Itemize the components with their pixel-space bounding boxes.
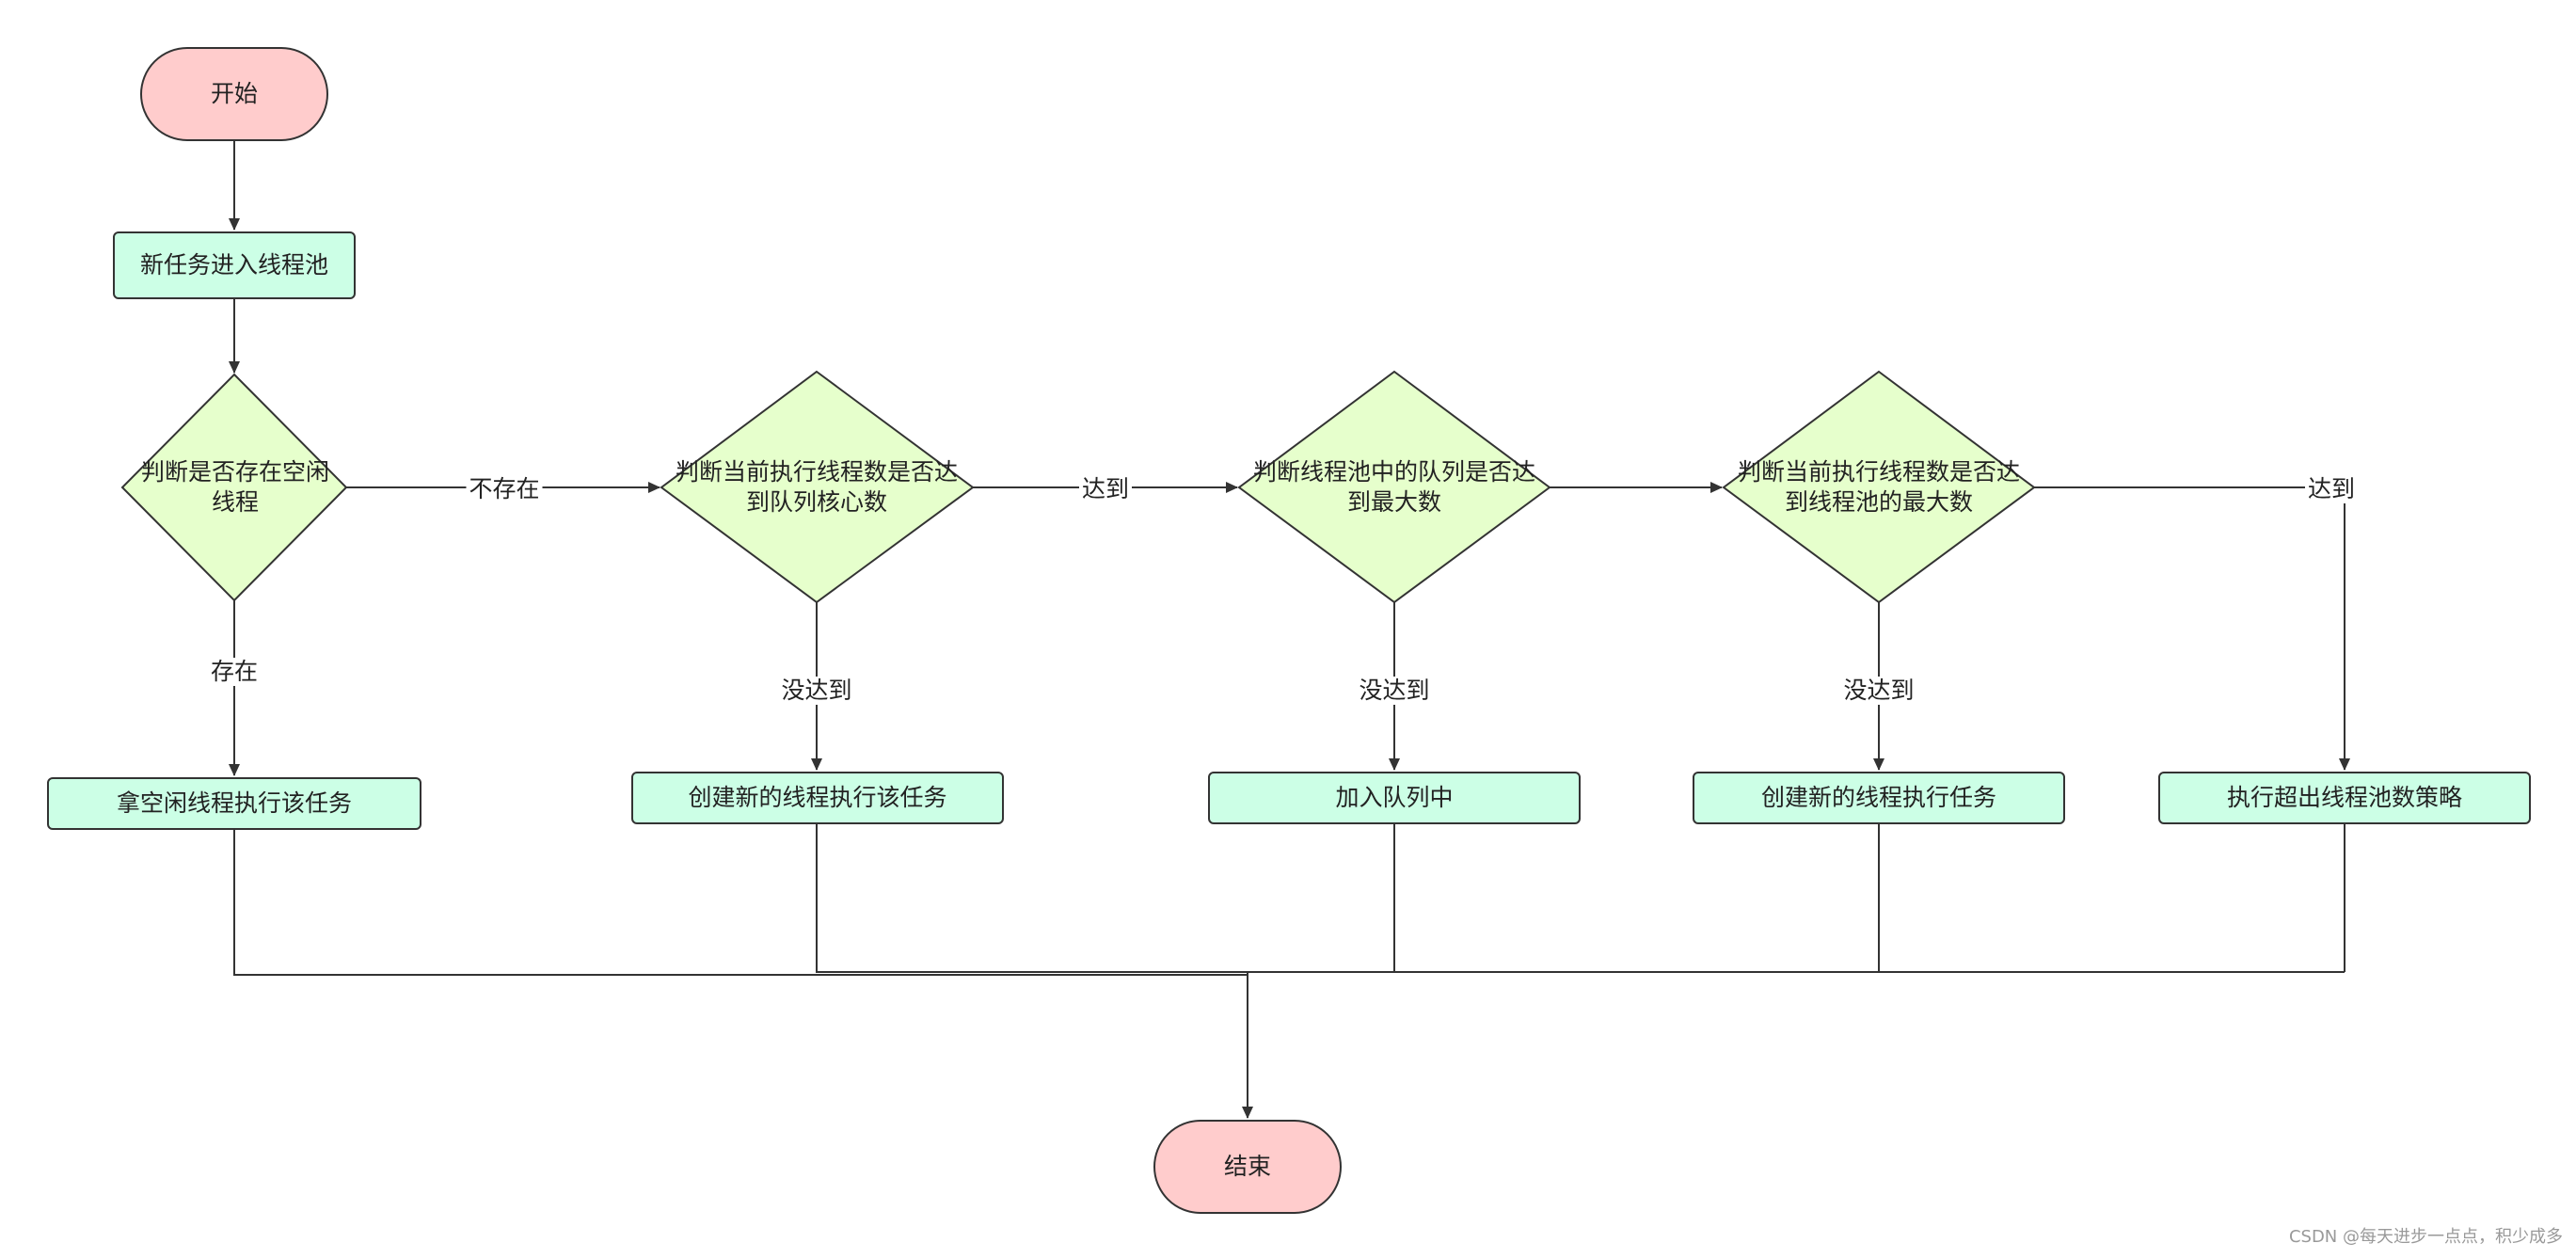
edge-label-not-reached-3: 没达到 <box>1840 677 1917 705</box>
start-label: 开始 <box>210 80 258 108</box>
edge-create1-to-end <box>816 824 2345 973</box>
new-task-label: 新任务进入线程池 <box>139 251 328 279</box>
decision-max-text: 判断当前执行线程数是否达到线程池的最大数 <box>1738 450 2020 525</box>
create-thread-node-2: 创建新的线程执行任务 <box>1693 772 2065 824</box>
new-task-node: 新任务进入线程池 <box>113 231 356 299</box>
end-node: 结束 <box>1153 1120 1342 1214</box>
edge-label-not-reached-2: 没达到 <box>1356 677 1433 705</box>
create-thread-node-1: 创建新的线程执行该任务 <box>631 772 1004 824</box>
edge-d4-to-policy <box>2034 486 2350 771</box>
decision-max-label: 判断当前执行线程数是否达到线程池的最大数 <box>1738 457 2021 517</box>
reject-policy-label: 执行超出线程池数策略 <box>2226 784 2462 812</box>
decision-idle-label: 判断是否存在空闲线程 <box>141 457 330 517</box>
create-thread-label-1: 创建新的线程执行该任务 <box>688 784 947 812</box>
decision-queue-label: 判断线程池中的队列是否达到最大数 <box>1253 457 1536 517</box>
decision-core-text: 判断当前执行线程数是否达到队列核心数 <box>676 450 958 525</box>
start-node: 开始 <box>140 47 328 141</box>
reject-policy-node: 执行超出线程池数策略 <box>2158 772 2531 824</box>
watermark-text: CSDN @每天进步一点点，积少成多 <box>2288 1227 2563 1247</box>
end-label: 结束 <box>1223 1153 1271 1181</box>
edge-label-not-exist: 不存在 <box>466 475 543 503</box>
decision-idle-text: 判断是否存在空闲线程 <box>141 450 329 525</box>
decision-core-label: 判断当前执行线程数是否达到队列核心数 <box>676 457 959 517</box>
add-queue-node: 加入队列中 <box>1208 772 1581 824</box>
idle-thread-node: 拿空闲线程执行该任务 <box>47 777 421 830</box>
edge-label-reached-3: 达到 <box>2304 475 2359 503</box>
add-queue-label: 加入队列中 <box>1335 784 1454 812</box>
edge-label-reached-1: 达到 <box>1078 475 1133 503</box>
idle-thread-label: 拿空闲线程执行该任务 <box>116 789 352 818</box>
decision-queue-text: 判断线程池中的队列是否达到最大数 <box>1253 450 1535 525</box>
edge-label-not-reached-1: 没达到 <box>778 677 855 705</box>
edge-label-exist: 存在 <box>207 658 262 686</box>
create-thread-label-2: 创建新的线程执行任务 <box>1760 784 1996 812</box>
edge-idle-to-end <box>233 830 1248 976</box>
